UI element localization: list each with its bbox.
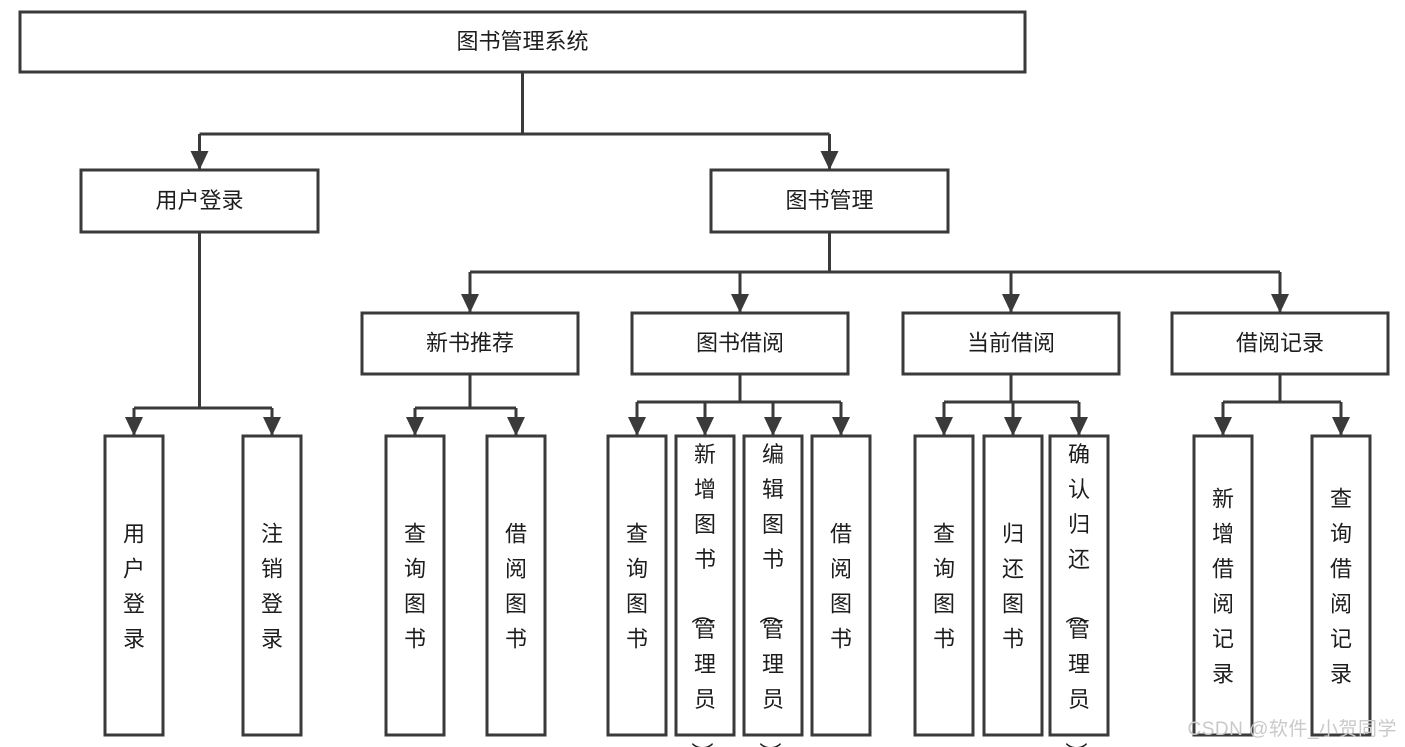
node-box xyxy=(1192,434,1254,737)
node-borrow-records[interactable]: 借阅记录 xyxy=(1170,311,1390,376)
node-box xyxy=(103,434,165,737)
arrow-head-icon xyxy=(190,151,209,170)
arrow-head-icon xyxy=(1004,417,1022,436)
node-leaf-borrow-book[interactable]: 借阅图书 xyxy=(810,434,872,737)
node-label-vertical: 借阅图书 xyxy=(830,522,852,652)
node-label-vertical: 新增借阅记录 xyxy=(1212,487,1234,687)
node-root[interactable]: 图书管理系统 xyxy=(18,10,1027,74)
node-label-vertical: 查询借阅记录 xyxy=(1330,487,1352,687)
node-leaf-query-borrow-record[interactable]: 查询借阅记录 xyxy=(1310,434,1372,737)
arrow-head-icon xyxy=(731,294,749,313)
node-box xyxy=(384,434,446,737)
node-label-vertical: 查询图书 xyxy=(626,522,648,652)
node-box xyxy=(360,311,580,376)
arrow-head-icon xyxy=(1332,417,1350,436)
watermark-text: CSDN @软件_小贺同学 xyxy=(1187,719,1397,740)
arrow-head-icon xyxy=(406,417,424,436)
node-label-vertical: 确认归还（管理员） xyxy=(1063,442,1090,747)
node-label-vertical: 新增图书（管理员） xyxy=(689,442,716,747)
node-box xyxy=(901,311,1121,376)
node-box xyxy=(1310,434,1372,737)
node-current-borrow[interactable]: 当前借阅 xyxy=(901,311,1121,376)
node-layer: 图书管理系统用户登录图书管理新书推荐图书借阅当前借阅借阅记录用户登录注销登录查询… xyxy=(18,10,1390,747)
node-box xyxy=(79,168,320,234)
node-label-vertical: 编辑图书（管理员） xyxy=(757,442,784,747)
node-leaf-query-book-borrow[interactable]: 查询图书 xyxy=(606,434,668,737)
node-leaf-user-login[interactable]: 用户登录 xyxy=(103,434,165,737)
arrow-head-icon xyxy=(1271,294,1289,313)
node-book-manage[interactable]: 图书管理 xyxy=(709,168,950,234)
arrow-head-icon xyxy=(263,417,281,436)
node-label-vertical: 注销登录 xyxy=(261,522,283,652)
node-label: 用户登录 xyxy=(155,188,243,213)
node-box xyxy=(1170,311,1390,376)
node-leaf-confirm-return-admin[interactable]: 确认归还（管理员） xyxy=(1048,434,1110,747)
node-label: 新书推荐 xyxy=(426,330,514,355)
node-box xyxy=(674,434,736,737)
node-box xyxy=(810,434,872,737)
node-box xyxy=(913,434,975,737)
node-new-book-recommend[interactable]: 新书推荐 xyxy=(360,311,580,376)
node-leaf-query-book-current[interactable]: 查询图书 xyxy=(913,434,975,737)
node-label: 图书管理 xyxy=(785,188,873,213)
arrow-head-icon xyxy=(1002,294,1020,313)
node-box xyxy=(606,434,668,737)
node-box xyxy=(630,311,850,376)
node-label: 当前借阅 xyxy=(967,330,1055,355)
node-box xyxy=(18,10,1027,74)
node-label: 图书借阅 xyxy=(696,330,784,355)
node-box xyxy=(742,434,804,737)
node-label-vertical: 借阅图书 xyxy=(505,522,527,652)
arrow-head-icon xyxy=(935,417,953,436)
node-box xyxy=(241,434,303,737)
node-leaf-return-book[interactable]: 归还图书 xyxy=(982,434,1044,737)
node-leaf-logout[interactable]: 注销登录 xyxy=(241,434,303,737)
node-user-login[interactable]: 用户登录 xyxy=(79,168,320,234)
arrow-head-icon xyxy=(1070,417,1088,436)
node-label: 图书管理系统 xyxy=(456,29,588,54)
node-box xyxy=(982,434,1044,737)
node-label-vertical: 查询图书 xyxy=(404,522,426,652)
arrow-head-icon xyxy=(764,417,782,436)
node-leaf-add-borrow-record[interactable]: 新增借阅记录 xyxy=(1192,434,1254,737)
node-leaf-edit-book-admin[interactable]: 编辑图书（管理员） xyxy=(742,434,804,747)
arrow-head-icon xyxy=(461,294,479,313)
arrow-head-icon xyxy=(832,417,850,436)
node-box xyxy=(1048,434,1110,737)
arrow-head-icon xyxy=(696,417,714,436)
arrow-head-icon xyxy=(507,417,525,436)
node-leaf-add-book-admin[interactable]: 新增图书（管理员） xyxy=(674,434,736,747)
node-leaf-borrow-book-recommend[interactable]: 借阅图书 xyxy=(485,434,547,737)
node-label-vertical: 查询图书 xyxy=(933,522,955,652)
node-box xyxy=(709,168,950,234)
node-label: 借阅记录 xyxy=(1236,330,1324,355)
arrow-head-icon xyxy=(820,151,839,170)
arrow-head-icon xyxy=(1214,417,1232,436)
connector-layer xyxy=(125,72,1350,436)
arrow-head-icon xyxy=(125,417,143,436)
node-box xyxy=(485,434,547,737)
node-label-vertical: 用户登录 xyxy=(123,522,145,652)
node-leaf-query-book-recommend[interactable]: 查询图书 xyxy=(384,434,446,737)
arrow-head-icon xyxy=(628,417,646,436)
node-label-vertical: 归还图书 xyxy=(1002,522,1024,652)
node-book-borrow[interactable]: 图书借阅 xyxy=(630,311,850,376)
